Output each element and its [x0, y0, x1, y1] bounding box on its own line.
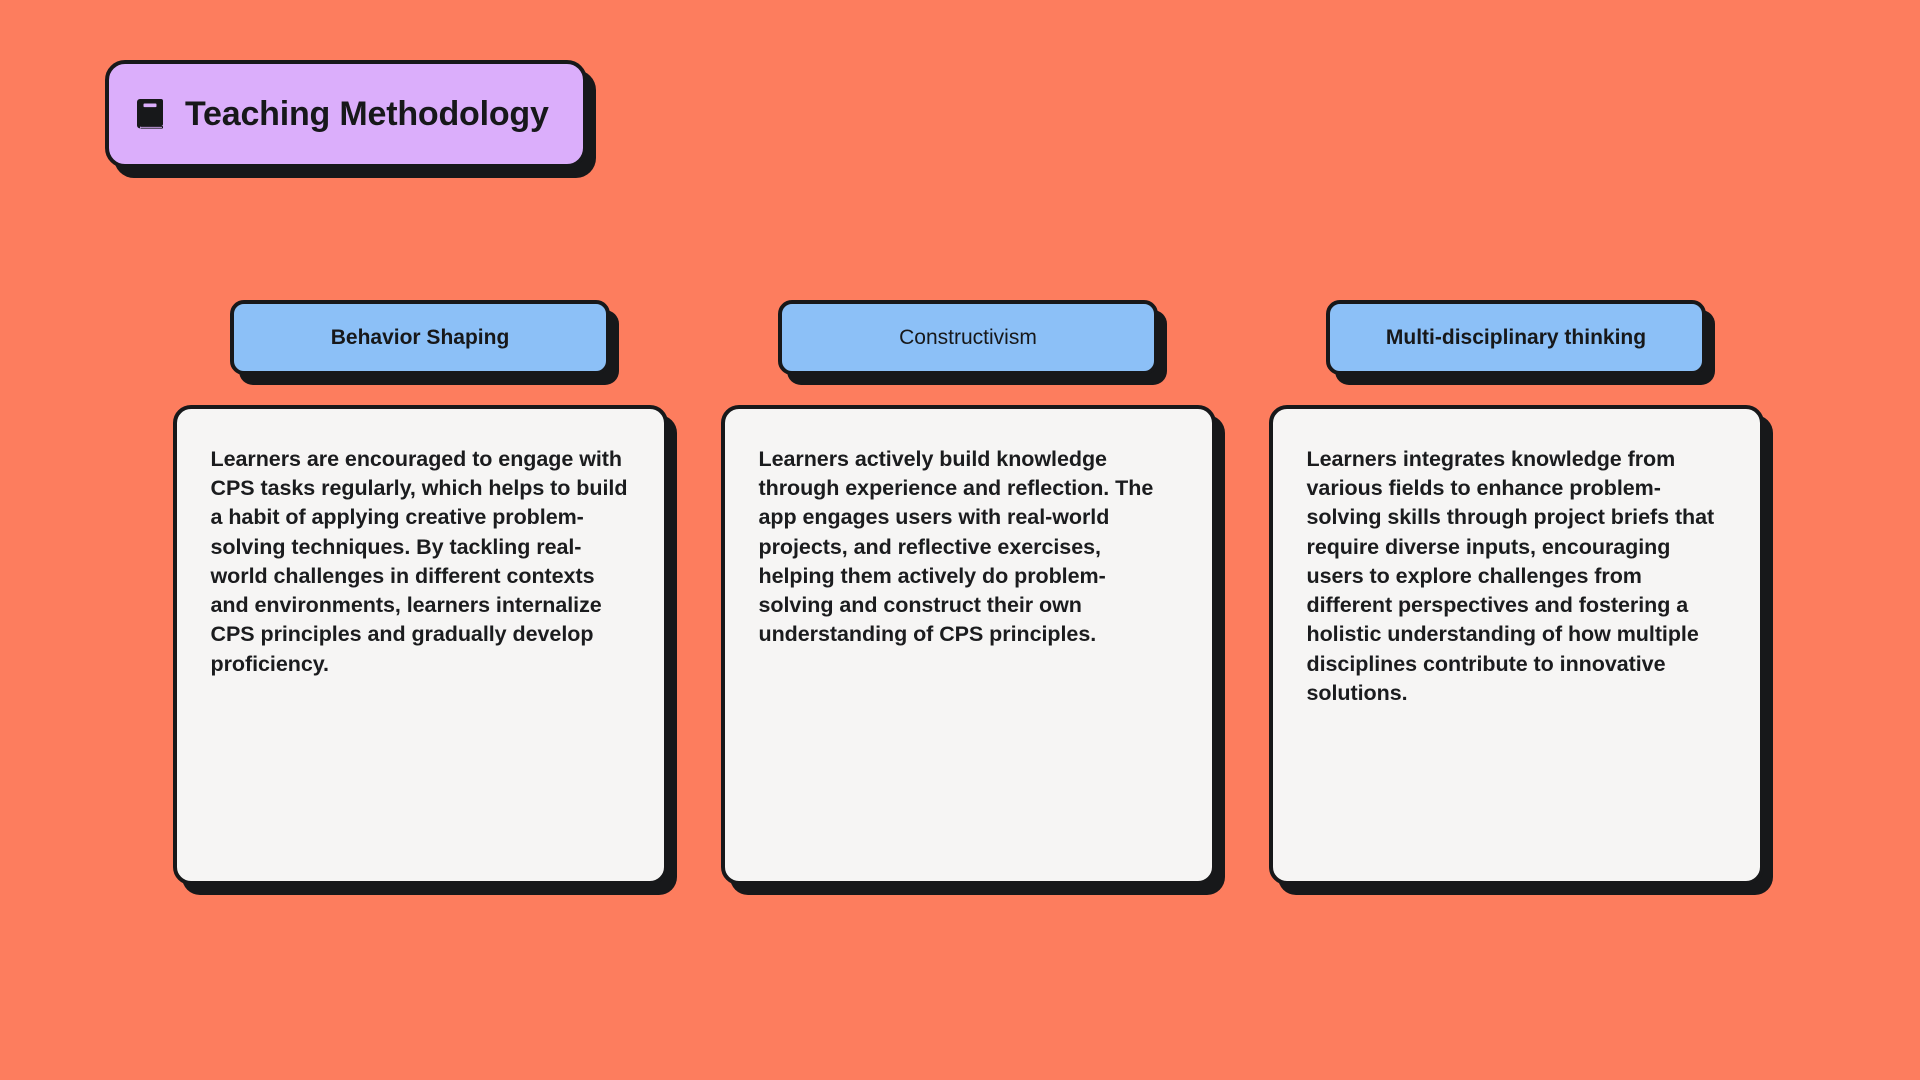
column-body-text: Learners integrates knowledge from vario…: [1306, 447, 1715, 705]
column-body-text: Learners are encouraged to engage with C…: [210, 447, 628, 676]
methodology-column: Multi-disciplinary thinking Learners int…: [1266, 300, 1766, 885]
column-body-text: Learners actively build knowledge throug…: [758, 447, 1154, 647]
page-title-label: Teaching Methodology: [185, 95, 549, 133]
column-card-behavior-shaping: Learners are encouraged to engage with C…: [172, 405, 668, 885]
column-header-constructivism[interactable]: Constructivism: [778, 300, 1158, 375]
methodology-column: Constructivism Learners actively build k…: [718, 300, 1218, 885]
book-icon: [137, 99, 163, 129]
column-header-behavior-shaping[interactable]: Behavior Shaping: [230, 300, 610, 375]
methodology-columns: Behavior Shaping Learners are encouraged…: [0, 300, 1920, 885]
column-header-multi-disciplinary-thinking[interactable]: Multi-disciplinary thinking: [1326, 300, 1706, 375]
methodology-column: Behavior Shaping Learners are encouraged…: [170, 300, 670, 885]
column-card-constructivism: Learners actively build knowledge throug…: [720, 405, 1216, 885]
page-title-badge: Teaching Methodology: [105, 60, 587, 168]
column-card-multi-disciplinary-thinking: Learners integrates knowledge from vario…: [1268, 405, 1764, 885]
